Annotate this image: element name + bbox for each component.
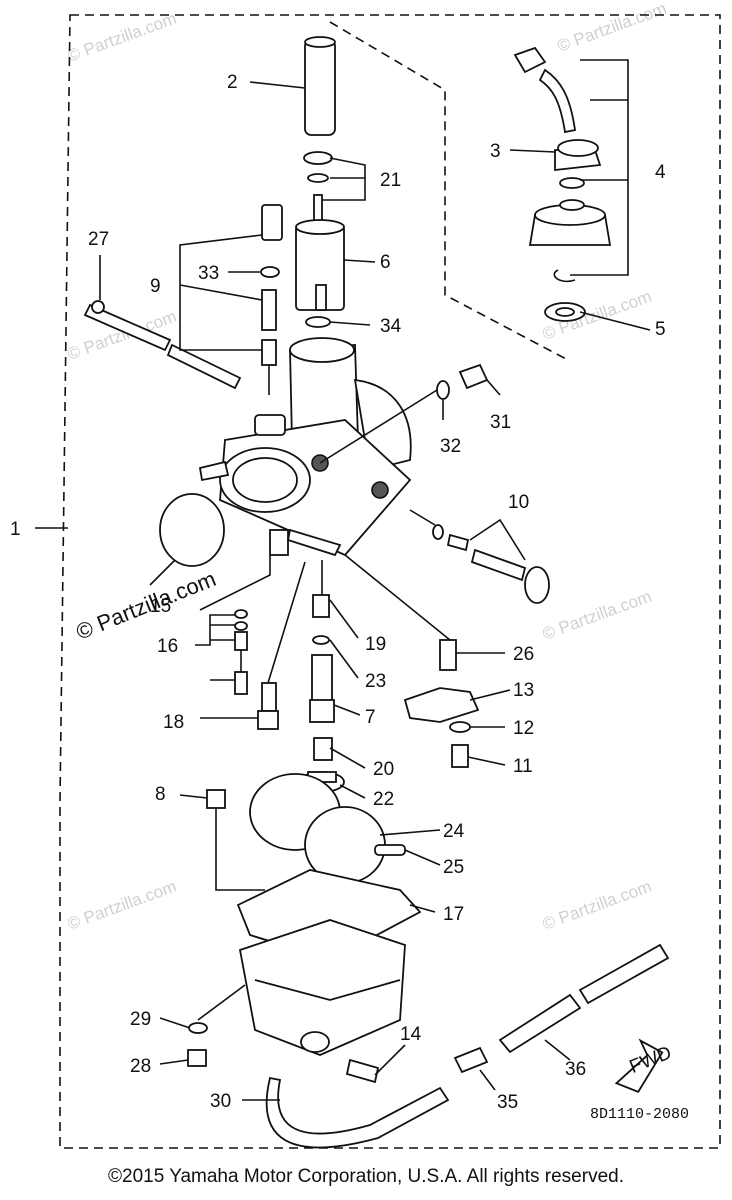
part-18-pilot-jet — [257, 682, 279, 730]
callout-24: 24 — [443, 821, 465, 842]
callout-36: 36 — [565, 1059, 586, 1080]
callout-26: 26 — [513, 644, 534, 665]
part-16-jet-set — [234, 609, 248, 695]
float-bowl — [238, 919, 406, 1056]
part-32-washer — [436, 380, 450, 400]
callout-27: 27 — [88, 229, 109, 250]
callout-11: 11 — [513, 756, 533, 777]
forward-direction-tag: FWD — [614, 1038, 675, 1093]
part-26-fitting — [439, 639, 457, 671]
part-21-needle-clip — [303, 151, 333, 226]
callout-23: 23 — [365, 671, 386, 692]
callout-15: 15 — [150, 596, 171, 617]
callout-22: 22 — [373, 789, 394, 810]
callout-35: 35 — [497, 1092, 518, 1113]
part-31-screw — [458, 363, 489, 390]
watermark: © Partzilla.com — [65, 877, 179, 934]
part-34-washer — [305, 316, 331, 328]
callout-8: 8 — [155, 784, 166, 805]
assembly-boundary — [59, 14, 721, 1149]
part-14-screw — [345, 1058, 380, 1084]
part-4-cap-assembly — [513, 46, 612, 322]
part-7-main-nozzle — [309, 594, 335, 723]
part-12-washer — [449, 721, 471, 733]
callout-33: 33 — [198, 263, 219, 284]
callout-25: 25 — [443, 857, 464, 878]
callout-10: 10 — [508, 492, 529, 513]
carburetor-body — [198, 337, 412, 557]
part-36-hose — [498, 943, 670, 1054]
diagram-code: 8D1110-2080 — [590, 1106, 689, 1123]
watermark: © Partzilla.com — [65, 307, 179, 364]
callout-14: 14 — [400, 1024, 422, 1045]
callout-31: 31 — [490, 412, 511, 433]
callout-13: 13 — [513, 680, 534, 701]
callout-16: 16 — [157, 636, 178, 657]
part-25-pin — [374, 844, 406, 856]
callout-29: 29 — [130, 1009, 151, 1030]
callout-3: 3 — [490, 141, 501, 162]
part-8-screw — [206, 789, 226, 809]
watermark: © Partzilla.com — [540, 877, 654, 934]
part-9-screw-set — [260, 204, 283, 395]
callout-9: 9 — [150, 276, 161, 297]
part-28-screw — [187, 1049, 207, 1067]
watermark-main: © Partzilla.com — [73, 566, 220, 645]
part-30-hose — [265, 1076, 450, 1149]
callout-1: 1 — [10, 519, 21, 540]
callout-30: 30 — [210, 1091, 231, 1112]
callout-6: 6 — [380, 252, 391, 273]
watermark: © Partzilla.com — [65, 9, 179, 66]
callout-7: 7 — [365, 707, 376, 728]
callout-32: 32 — [440, 436, 461, 457]
part-13-gasket — [403, 687, 480, 723]
cap-group-boundary — [329, 21, 569, 361]
callout-21: 21 — [380, 170, 401, 191]
callout-19: 19 — [365, 634, 386, 655]
part-2-tube — [304, 36, 336, 136]
part-15-gasket — [159, 493, 225, 567]
callout-5: 5 — [655, 319, 666, 340]
callout-20: 20 — [373, 759, 394, 780]
part-35-fitting — [453, 1046, 489, 1074]
callout-17: 17 — [443, 904, 464, 925]
watermark: © Partzilla.com — [540, 587, 654, 644]
callout-34: 34 — [380, 316, 402, 337]
part-6-throttle-valve — [295, 219, 345, 311]
part-24-floats — [249, 773, 386, 884]
copyright-notice: ©2015 Yamaha Motor Corporation, U.S.A. A… — [108, 1166, 624, 1187]
callout-12: 12 — [513, 718, 534, 739]
part-10-stop-screw — [432, 524, 550, 604]
callout-2: 2 — [227, 72, 238, 93]
part-11-screw — [451, 744, 469, 768]
callout-28: 28 — [130, 1056, 151, 1077]
part-29-washer — [188, 1022, 208, 1034]
callout-18: 18 — [163, 712, 184, 733]
callouts: 1 2 3 4 5 6 7 8 9 10 11 12 13 14 15 16 1… — [10, 72, 666, 1113]
callout-4: 4 — [655, 162, 666, 183]
watermark: © Partzilla.com — [555, 0, 669, 56]
leader-lines — [99, 59, 651, 1101]
part-27-hose — [83, 300, 242, 390]
